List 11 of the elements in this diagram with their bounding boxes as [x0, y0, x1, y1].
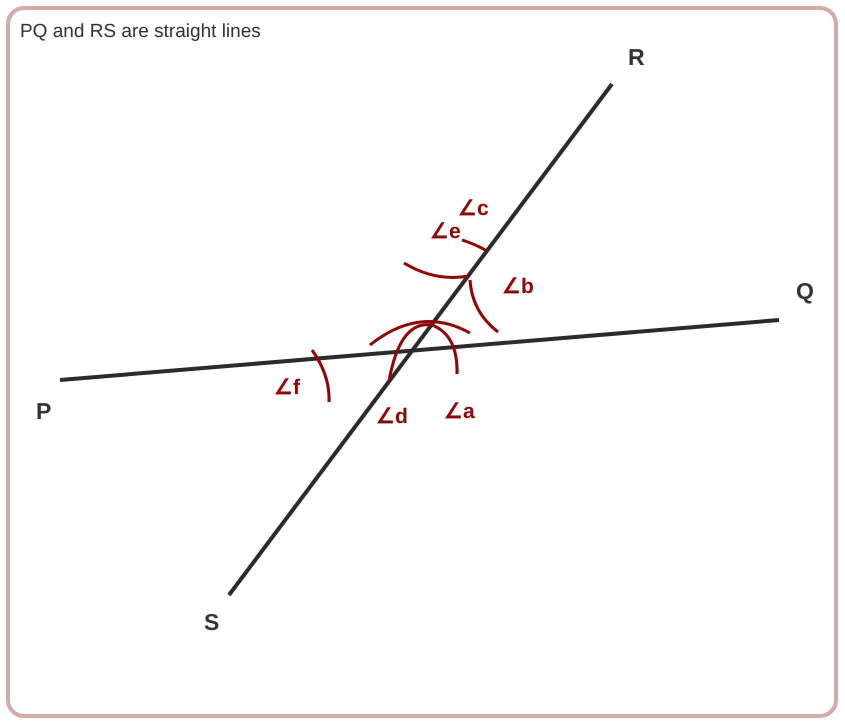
point-label: S [204, 611, 220, 634]
point-label: R [628, 46, 645, 69]
angle-label: ∠b [502, 276, 534, 297]
angle-label: ∠a [444, 401, 475, 422]
note-text: PQ and RS are straight lines [20, 22, 261, 41]
angle-label: ∠d [376, 406, 408, 427]
angle-label: ∠f [274, 377, 300, 398]
point-label: Q [796, 280, 814, 303]
angle-label: ∠c [458, 198, 489, 219]
point-label: P [36, 400, 52, 423]
angle-label: ∠e [430, 221, 461, 242]
